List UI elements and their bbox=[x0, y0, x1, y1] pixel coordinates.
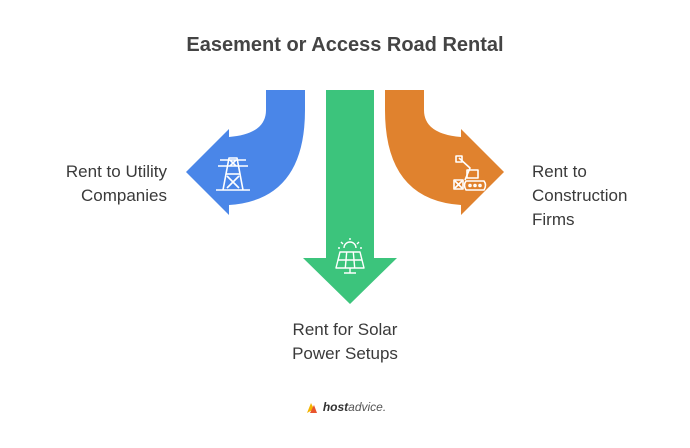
branch-label-line: Power Setups bbox=[292, 344, 398, 363]
arrow-solar bbox=[303, 90, 397, 304]
transmission-tower-icon bbox=[216, 157, 250, 191]
brand-name-advice: advice. bbox=[348, 400, 387, 415]
branch-label-utility: Rent to Utility Companies bbox=[66, 160, 167, 208]
branch-label-line: Rent to bbox=[532, 162, 587, 181]
excavator-icon bbox=[453, 155, 487, 191]
branch-label-line: Companies bbox=[81, 186, 167, 205]
branch-label-line: Rent to Utility bbox=[65, 162, 167, 181]
branch-label-line: Firms bbox=[532, 210, 575, 229]
branch-label-solar: Rent for Solar Power Setups bbox=[0, 318, 690, 366]
brand-name-host: host bbox=[322, 400, 349, 415]
arrow-utility bbox=[186, 90, 305, 215]
arrow-construction bbox=[385, 90, 504, 215]
diagram-title: Easement or Access Road Rental bbox=[186, 34, 504, 56]
branch-label-construction: Rent to Construction Firms bbox=[532, 160, 627, 232]
brand-footer: hostadvice. bbox=[0, 400, 690, 416]
branch-label-line: Rent for Solar bbox=[292, 320, 398, 339]
solar-panel-icon bbox=[335, 238, 365, 274]
branch-label-line: Construction bbox=[532, 186, 628, 205]
hostadvice-logo-icon bbox=[306, 403, 317, 413]
